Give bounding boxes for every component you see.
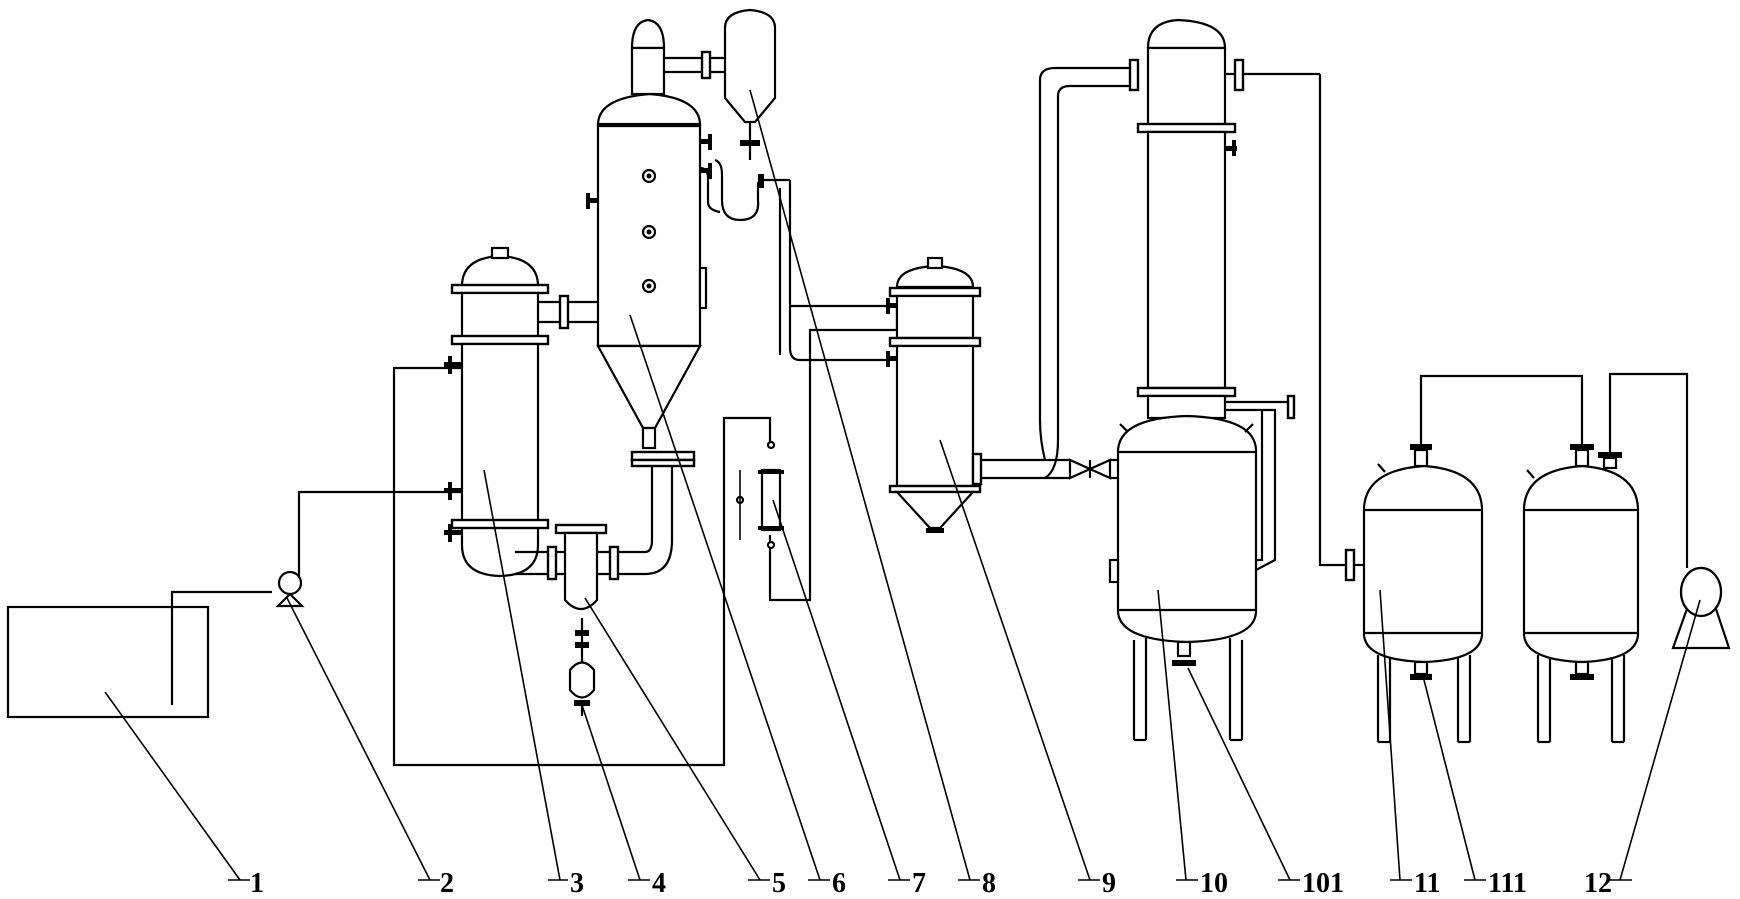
feed-pump bbox=[275, 490, 462, 608]
callout-4: 4 bbox=[652, 868, 666, 899]
callout-2: 2 bbox=[440, 868, 454, 899]
callout-5: 5 bbox=[772, 868, 786, 899]
callout-7: 7 bbox=[912, 868, 926, 899]
vacuum-line bbox=[1419, 374, 1584, 444]
bottom-separator bbox=[554, 450, 696, 662]
callout-labels: 1 2 3 4 5 6 7 8 9 10 101 11 111 12 bbox=[250, 868, 1612, 899]
return-pipe bbox=[392, 366, 772, 767]
product-tank-2 bbox=[1522, 444, 1640, 744]
main-evaporator bbox=[586, 18, 725, 450]
callout-11: 11 bbox=[1414, 868, 1440, 899]
feed-tank bbox=[6, 590, 272, 719]
callout-6: 6 bbox=[832, 868, 846, 899]
heater-exchanger bbox=[444, 246, 598, 581]
condenser bbox=[778, 66, 1135, 533]
callout-3: 3 bbox=[570, 868, 584, 899]
rotameter-loop bbox=[768, 308, 899, 602]
vacuum-pump bbox=[1671, 566, 1731, 650]
small-receiver bbox=[568, 661, 596, 716]
callout-9: 9 bbox=[1102, 868, 1116, 899]
rotameter bbox=[735, 440, 784, 550]
vacuum-line-pump bbox=[1608, 372, 1689, 568]
callout-1: 1 bbox=[250, 868, 264, 899]
callout-12: 12 bbox=[1584, 868, 1612, 899]
callout-101: 101 bbox=[1302, 868, 1344, 899]
leader-lines bbox=[104, 89, 1701, 881]
product-tank-1 bbox=[1344, 444, 1484, 744]
top-separator bbox=[699, 8, 792, 348]
callout-111: 111 bbox=[1488, 868, 1527, 899]
callout-8: 8 bbox=[982, 868, 996, 899]
callout-10: 10 bbox=[1200, 868, 1228, 899]
distillation-column bbox=[1108, 18, 1346, 742]
